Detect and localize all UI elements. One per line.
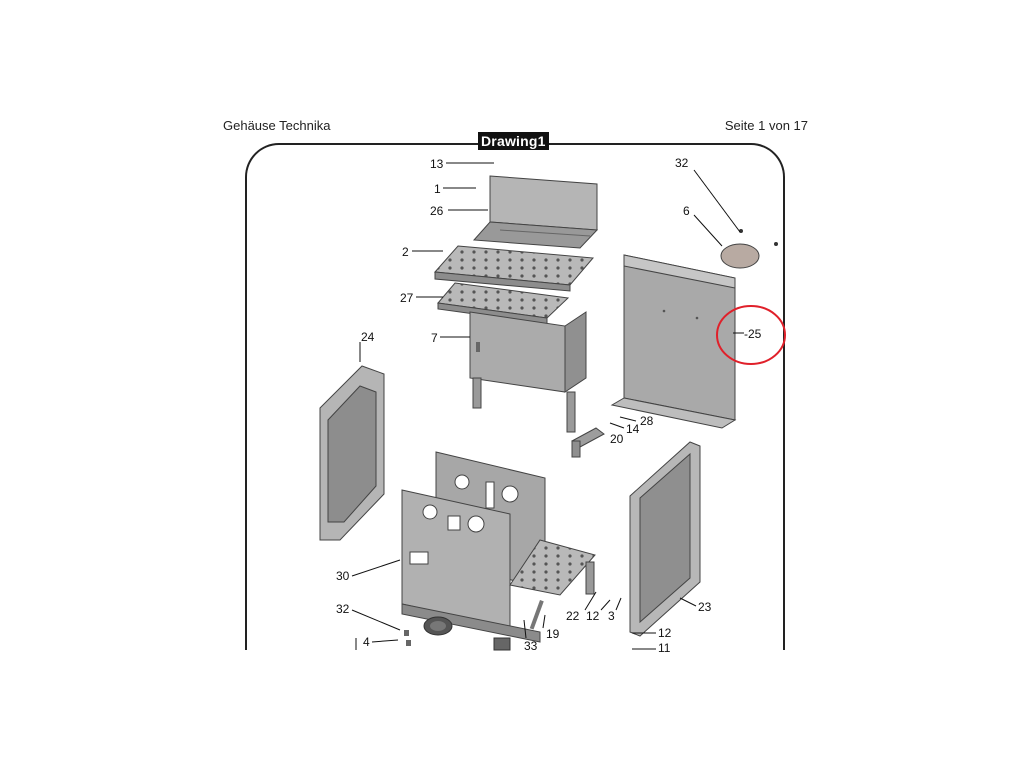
- callout-33: 33: [524, 639, 538, 653]
- drawing-title: Drawing1: [478, 132, 549, 150]
- part-top-lid: [472, 175, 599, 249]
- part-back-panel: [610, 254, 737, 429]
- part-drip-tray-upper: [433, 245, 595, 292]
- callout-28: 28: [640, 414, 654, 428]
- callout-20: 20: [610, 432, 624, 446]
- callout-25: -25: [744, 327, 762, 341]
- callout-13: 13: [430, 157, 444, 171]
- callout-30: 30: [336, 569, 350, 583]
- callout-24: 24: [361, 330, 375, 344]
- part-round-cover: [720, 229, 778, 269]
- leader-lines: [351, 162, 744, 650]
- callout-11: 11: [658, 641, 671, 655]
- part-inner-housing: [469, 311, 587, 433]
- callout-23: 23: [698, 600, 712, 614]
- document-header-title: Gehäuse Technika: [223, 118, 331, 133]
- callout-4: 4: [363, 635, 370, 649]
- callout-12-left: 12: [586, 609, 600, 623]
- callout-19: 19: [546, 627, 560, 641]
- callout-32-top: 32: [675, 156, 689, 170]
- callout-1: 1: [434, 182, 441, 196]
- callout-6: 6: [683, 204, 690, 218]
- part-left-side-panel: [319, 365, 385, 541]
- callout-26: 26: [430, 204, 444, 218]
- part-right-side-panel: [629, 441, 701, 637]
- callout-12-right: 12: [658, 626, 672, 640]
- part-lower-fittings: [404, 600, 544, 651]
- page-counter: Seite 1 von 17: [724, 118, 808, 133]
- part-main-frame: [401, 451, 596, 643]
- callout-22: 22: [566, 609, 580, 623]
- annotation-circle: [716, 305, 786, 365]
- callout-2: 2: [402, 245, 409, 259]
- part-bracket: [571, 427, 605, 458]
- callout-7: 7: [431, 331, 438, 345]
- callout-32-bottom: 32: [336, 602, 350, 616]
- callout-14: 14: [626, 422, 640, 436]
- callout-27: 27: [400, 291, 414, 305]
- callout-3: 3: [608, 609, 615, 623]
